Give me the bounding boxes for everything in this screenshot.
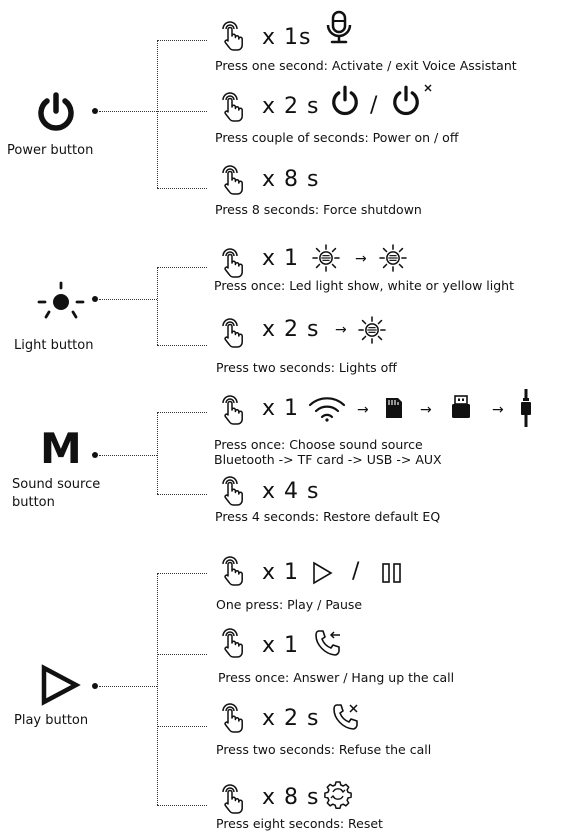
connector-line — [157, 412, 207, 413]
connector-line — [157, 654, 207, 655]
power-desc-2: Press couple of seconds: Power on / off — [215, 130, 459, 145]
sd-card-icon — [386, 398, 402, 418]
connector-line — [157, 267, 207, 268]
hand-tap-icon — [222, 628, 243, 658]
separator: / — [370, 93, 379, 118]
connector-line — [157, 805, 207, 806]
sound-desc-1b: Bluetooth -> TF card -> USB -> AUX — [214, 452, 442, 467]
phone-incoming-icon — [315, 630, 340, 656]
sound-source-label: Sound source — [12, 477, 101, 492]
hand-tap-icon — [222, 703, 243, 733]
connector-line — [99, 299, 157, 300]
sun-icon — [379, 244, 407, 272]
press-count: x 1 — [262, 246, 300, 271]
press-count: x 2 s — [262, 317, 320, 342]
hand-tap-icon — [222, 21, 243, 51]
connector-line — [99, 686, 157, 687]
connector-branch — [157, 573, 158, 805]
pause-icon — [382, 563, 401, 583]
hand-tap-icon — [222, 92, 243, 122]
connector-dot — [92, 452, 98, 458]
connector-line — [157, 188, 207, 189]
sound-source-label-2: button — [12, 495, 55, 510]
connector-line — [157, 111, 207, 112]
usb-drive-icon — [452, 395, 470, 418]
hand-tap-icon — [222, 476, 243, 506]
press-count: x 1 — [262, 560, 300, 585]
power-on-icon — [332, 85, 358, 116]
power-off-icon — [393, 85, 419, 116]
connector-branch — [157, 40, 158, 188]
power-button-label: Power button — [7, 143, 94, 158]
connector-branch — [157, 412, 158, 494]
sound-desc-1: Press once: Choose sound source — [214, 437, 423, 452]
play-desc-3: Press two seconds: Refuse the call — [216, 742, 432, 757]
connector-line — [157, 494, 207, 495]
sun-icon — [358, 316, 386, 344]
play-button-label: Play button — [14, 713, 89, 728]
sound-desc-2: Press 4 seconds: Restore default EQ — [215, 509, 441, 524]
hand-tap-icon — [222, 248, 243, 278]
connector-line — [157, 726, 207, 727]
connector-line — [157, 40, 207, 41]
power-desc-3: Press 8 seconds: Force shutdown — [215, 202, 422, 217]
phone-reject-icon — [333, 704, 358, 730]
press-count: x 8 s — [262, 167, 320, 192]
press-count: x 1 — [262, 396, 300, 421]
press-count: x 1s — [262, 25, 312, 50]
press-count: x 4 s — [262, 479, 320, 504]
press-count: x 8 s — [262, 785, 320, 810]
sound-source-symbol: M — [40, 424, 82, 473]
separator: / — [352, 559, 361, 584]
press-count: x 1 — [262, 633, 300, 658]
play-icon — [41, 664, 81, 706]
connector-dot — [92, 683, 98, 689]
hand-tap-icon — [222, 395, 243, 425]
close-mark-icon — [424, 84, 432, 92]
light-desc-1: Press once: Led light show, white or yel… — [214, 278, 514, 293]
play-desc-2: Press once: Answer / Hang up the call — [218, 670, 455, 685]
microphone-icon — [326, 10, 352, 44]
hand-tap-icon — [222, 318, 243, 348]
reset-gear-icon — [324, 781, 352, 809]
connector-line — [99, 455, 157, 456]
play-desc-4: Press eight seconds: Reset — [216, 816, 383, 831]
arrow: → — [420, 402, 432, 418]
connector-line — [157, 345, 207, 346]
play-small-icon — [313, 561, 333, 585]
hand-tap-icon — [222, 556, 243, 586]
arrow: → — [357, 402, 369, 418]
connector-dot — [92, 108, 98, 114]
connector-line — [99, 111, 157, 112]
wifi-icon — [308, 397, 346, 422]
press-count: x 2 s — [262, 706, 320, 731]
sun-icon — [312, 244, 340, 272]
power-icon — [38, 92, 74, 131]
hand-tap-icon — [222, 165, 243, 195]
arrow: → — [355, 251, 367, 267]
connector-line — [157, 573, 207, 574]
hand-tap-icon — [222, 784, 243, 814]
play-desc-1: One press: Play / Pause — [216, 597, 363, 612]
light-button-label: Light button — [14, 338, 94, 353]
connector-branch — [157, 267, 158, 345]
arrow: → — [335, 322, 347, 338]
press-count: x 2 s — [262, 94, 320, 119]
power-desc-1: Press one second: Activate / exit Voice … — [215, 58, 517, 73]
light-icon — [37, 281, 85, 319]
connector-dot — [92, 296, 98, 302]
light-desc-2: Press two seconds: Lights off — [216, 360, 397, 375]
arrow: → — [492, 402, 504, 418]
aux-jack-icon — [521, 389, 531, 427]
